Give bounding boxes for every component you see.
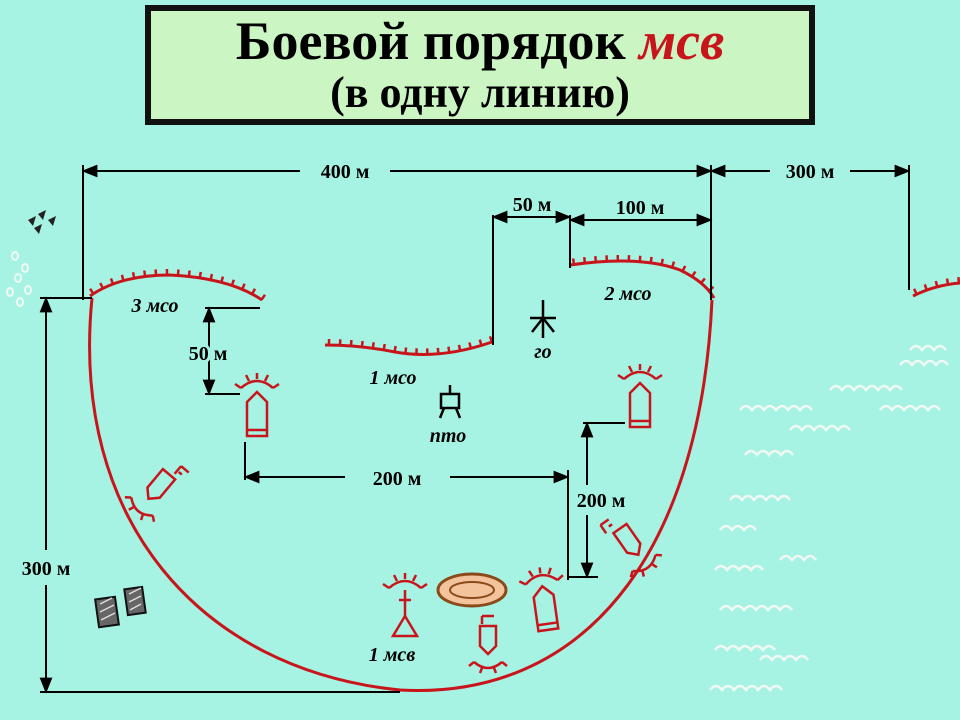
title-main: Боевой порядок	[235, 11, 626, 71]
dim-200-vertical-label: 200 м	[577, 490, 626, 512]
label-1mso: 1 мсо	[369, 367, 416, 389]
label-1msv: 1 мсв	[369, 644, 416, 666]
trench-tick	[649, 256, 653, 264]
forest-mark-icon	[28, 210, 56, 234]
trench-tick	[700, 277, 706, 284]
tank-vehicle-icon	[436, 572, 508, 608]
trench-tick	[251, 288, 257, 295]
trench-tick	[99, 282, 105, 289]
trench-tick	[187, 270, 191, 277]
trench-tick	[478, 339, 483, 346]
trench-tick	[691, 270, 697, 278]
trench-tick	[89, 288, 95, 295]
dim-50-top-label: 50 м	[513, 194, 552, 216]
trench-tick	[109, 277, 115, 285]
bmp-reversed-icon	[599, 518, 662, 578]
dim-300-left-label: 300 м	[22, 558, 71, 580]
trench-tick	[131, 272, 136, 279]
trench-tick	[360, 340, 364, 348]
dim-100-label: 100 м	[616, 197, 665, 219]
bmp-reversed-icon	[124, 465, 190, 522]
position-outline	[88, 297, 714, 692]
decorative-bushes-left	[6, 251, 32, 307]
bmp-vehicle-icon	[617, 364, 663, 429]
trench-right-icon	[912, 281, 960, 298]
trench-tick	[120, 274, 125, 281]
title-accent: мсв	[639, 11, 725, 71]
trench-tick	[923, 284, 928, 291]
title-line-1: Боевой порядок мсв	[236, 13, 724, 69]
trench-tick	[571, 258, 576, 265]
trench-tick	[934, 280, 939, 288]
trench-tick	[457, 344, 462, 351]
bmp-reversed-icon	[468, 614, 508, 674]
trench-tick	[260, 294, 266, 301]
trench-tick	[143, 270, 147, 277]
trench-tick	[447, 346, 451, 353]
trench-tick	[681, 265, 687, 272]
trench-tick	[945, 278, 950, 285]
trench-tick	[660, 258, 665, 265]
trench-tick	[230, 279, 236, 286]
dim-50-left-label: 50 м	[189, 343, 228, 365]
trench-tick	[371, 342, 375, 349]
trench-tick	[393, 345, 397, 353]
obstacle-blocks-icon	[94, 585, 147, 629]
trench-tick	[671, 261, 676, 268]
trench-tick	[468, 342, 473, 349]
trench-tick	[404, 347, 408, 354]
trench-tick	[957, 277, 960, 284]
trench-tick	[382, 343, 386, 351]
dim-300-top-label: 300 м	[786, 161, 835, 183]
trench-tick	[912, 288, 918, 295]
dim-200-horizontal-label: 200 м	[373, 468, 422, 490]
trench-3mso-icon	[89, 273, 263, 302]
platoon-command-post-icon	[382, 573, 428, 638]
label-3mso: 3 мсо	[130, 295, 178, 317]
trench-tick	[436, 347, 440, 354]
dim-400-label: 400 м	[321, 161, 370, 183]
title-box: Боевой порядок мсв (в одну линию)	[145, 5, 815, 125]
trench-tick	[488, 335, 494, 343]
antitank-post-pto-icon	[438, 385, 462, 419]
trench-tick	[198, 271, 202, 279]
label-2mso: 2 мсо	[603, 283, 651, 305]
trench-tick	[209, 273, 214, 281]
trench-ticks	[89, 255, 960, 355]
label-go: го	[534, 341, 551, 363]
trench-tick	[582, 257, 587, 264]
decorative-trees	[709, 344, 949, 693]
trench-2mso-icon	[569, 259, 716, 299]
trench-tick	[241, 283, 246, 290]
trench-tick	[220, 276, 225, 283]
trench-1mso-icon	[324, 340, 493, 356]
bmp-vehicle-icon	[518, 567, 564, 633]
title-subtitle: (в одну линию)	[330, 68, 630, 117]
bmp-vehicle-icon	[234, 373, 280, 438]
label-pto: пто	[430, 425, 466, 447]
observation-post-go-icon	[530, 300, 556, 338]
